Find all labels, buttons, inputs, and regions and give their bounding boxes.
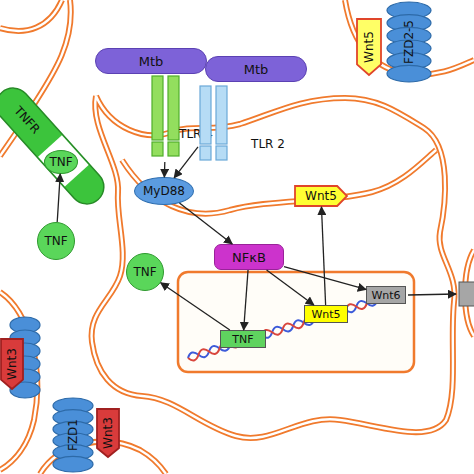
- ligand-box: Wnt3: [0, 338, 24, 390]
- node-label: Wnt5: [311, 309, 340, 320]
- binding-pocket: [38, 135, 89, 186]
- adaptor-oval: MyD88: [134, 177, 194, 205]
- ligand-box: Wnt5: [294, 185, 348, 207]
- gene-box: Wnt6: [366, 286, 406, 304]
- receptor-chain: [152, 76, 163, 140]
- node-label: Wnt3: [6, 348, 18, 380]
- node-label: MyD88: [143, 185, 185, 197]
- pathogen-box: Mtb: [95, 48, 207, 74]
- nucleus-box: [178, 272, 414, 372]
- node-label: FZD1: [67, 419, 79, 451]
- node-label: TNF: [44, 235, 67, 247]
- signal-arrow: [179, 203, 232, 244]
- membrane-fold: [122, 150, 436, 214]
- receptor-chain: [168, 76, 179, 140]
- receptor-symbol: FZD1: [52, 400, 94, 470]
- receptor-loop: [387, 65, 431, 82]
- cytokine-circle: TNF: [37, 222, 75, 260]
- node-label: FZD2-5: [403, 20, 415, 64]
- node-label: TLR 2: [251, 138, 285, 150]
- receptor-domain: [216, 146, 227, 160]
- receptor-loop: [53, 456, 93, 472]
- transcription-factor-box: NFκB: [214, 244, 284, 270]
- receptor-tube: [0, 81, 111, 211]
- node-label: TNF: [232, 334, 253, 345]
- receptor-symbol: FZD2-5: [386, 4, 432, 80]
- neighbour-membrane: [345, 0, 474, 75]
- ligand-outline: [97, 409, 119, 457]
- cytokine-oval: TNF: [44, 150, 78, 174]
- pathogen-box: Mtb: [205, 56, 307, 82]
- node-label: Wnt3: [102, 417, 114, 449]
- receptor-chain: [200, 86, 211, 144]
- signal-arrow: [267, 270, 314, 305]
- receptor-domain: [168, 142, 179, 156]
- shape-outline: [0, 86, 104, 206]
- node-label: Mtb: [139, 55, 164, 68]
- receptor-chain: [216, 86, 227, 144]
- node-label: TNF: [133, 266, 156, 278]
- membrane-fold: [122, 150, 436, 214]
- signal-arrow: [161, 283, 230, 330]
- cytokine-circle: TNF: [126, 253, 164, 291]
- ligand-box: Wnt5: [356, 18, 382, 76]
- ligand-outline: [295, 186, 347, 206]
- neighbour-membrane: [345, 0, 474, 75]
- signal-arrow: [174, 147, 198, 178]
- ligand-outline: [357, 19, 381, 75]
- ligand-box: Wnt3: [96, 408, 120, 458]
- gene-box: Wnt5: [304, 305, 348, 323]
- neighbour-membrane: [0, 0, 62, 31]
- receptor-domain: [152, 142, 163, 156]
- node-label: Wnt6: [371, 290, 400, 301]
- cell-membrane: [92, 96, 455, 438]
- protein-box: [459, 282, 474, 306]
- ligand-outline: [1, 339, 23, 389]
- receptor-body: [0, 81, 111, 211]
- receptor-symbol: TNFRTNF: [0, 86, 104, 206]
- receptor-symbol: TLR 2: [198, 86, 290, 166]
- receptor-domain: [200, 146, 211, 160]
- neighbour-membrane: [0, 0, 62, 31]
- signal-arrow: [321, 207, 325, 305]
- node-label: TNF: [49, 156, 72, 168]
- signal-arrow: [244, 270, 248, 330]
- cell-membrane: [92, 96, 455, 438]
- node-label: Wnt5: [305, 190, 337, 202]
- gene-box: TNF: [220, 330, 266, 348]
- node-label: Wnt5: [363, 31, 375, 63]
- signal-arrow: [57, 174, 60, 222]
- node-label: Mtb: [244, 63, 269, 76]
- shape-outline: [198, 86, 290, 166]
- node-label: NFκB: [232, 251, 266, 264]
- signal-arrow: [164, 162, 166, 177]
- signal-arrow: [284, 267, 366, 290]
- secretion-arrow: [408, 294, 456, 295]
